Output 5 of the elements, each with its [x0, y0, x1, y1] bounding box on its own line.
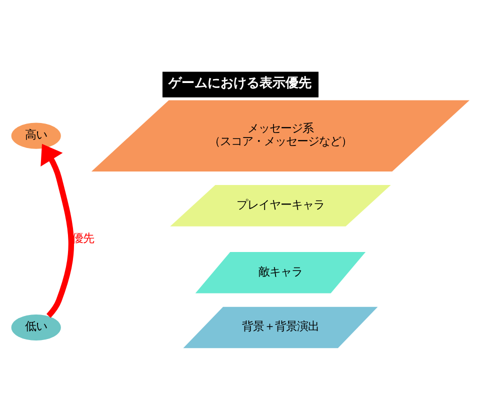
node-ellipse: 低い [11, 314, 61, 340]
arrow [40, 144, 74, 318]
edge-label: 優先 [72, 230, 94, 245]
node-ellipse: 高い [11, 122, 61, 149]
diagram-title: ゲームにおける表示優先 [168, 76, 312, 91]
